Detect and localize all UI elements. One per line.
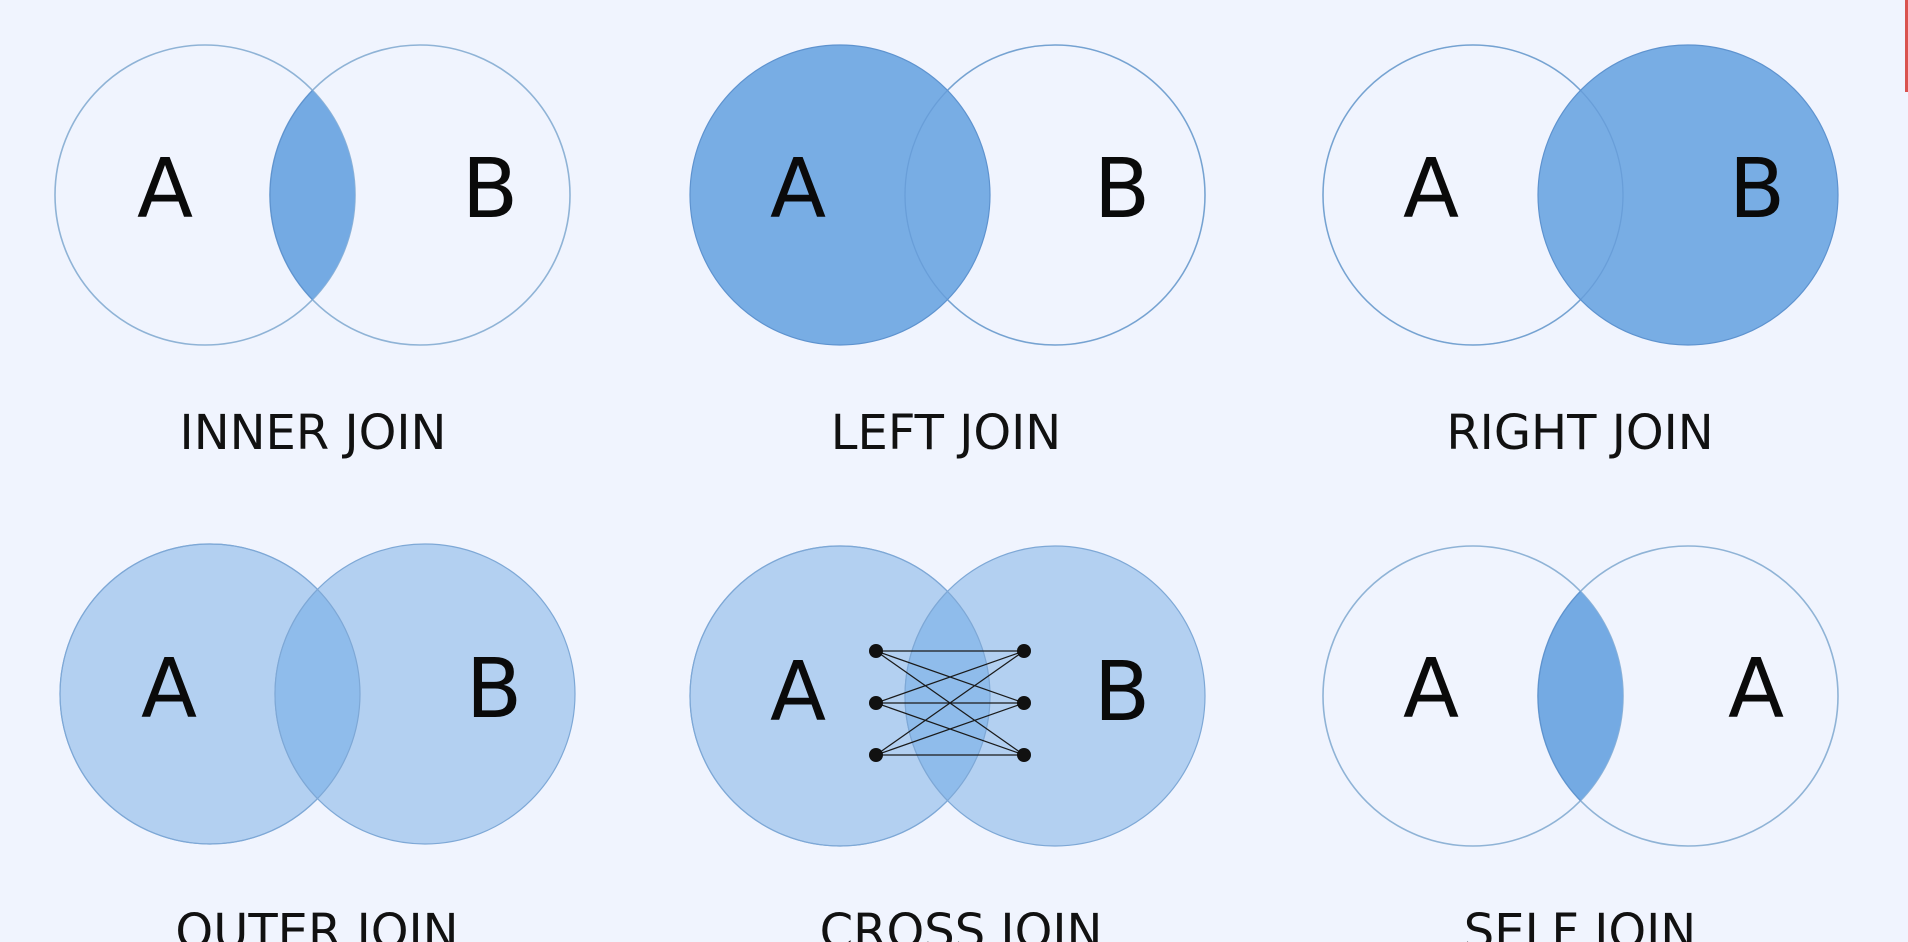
cross-join-set-a-outline <box>689 545 991 847</box>
left-join-diagram: A B LEFT JOIN <box>689 44 1206 461</box>
accent-edge-mark <box>1905 0 1908 92</box>
left-join-caption: LEFT JOIN <box>831 405 1061 461</box>
outer-join-set-a-outline <box>59 543 361 845</box>
left-join-set-b-outline <box>904 44 1206 346</box>
left-join-set-a-label: A <box>770 142 826 237</box>
cross-join-right-point-3 <box>1017 748 1031 762</box>
cross-join-caption: CROSS JOIN <box>820 904 1103 942</box>
inner-join-set-a-label: A <box>137 142 193 237</box>
cross-join-link-3-2 <box>875 702 1025 756</box>
right-join-set-b-label: B <box>1729 142 1785 237</box>
right-join-diagram: A B RIGHT JOIN <box>1322 44 1839 461</box>
cross-join-row-points <box>869 644 1031 762</box>
left-join-set-b-label: B <box>1094 142 1150 237</box>
right-join-set-b-circle <box>1537 44 1839 346</box>
right-join-set-a-outline <box>1322 44 1624 346</box>
self-join-left-set-label: A <box>1403 642 1459 737</box>
right-join-set-a-label: A <box>1403 142 1459 237</box>
outer-join-set-a-label: A <box>141 642 197 737</box>
cross-join-left-point-3 <box>869 748 883 762</box>
cross-join-right-point-2 <box>1017 696 1031 710</box>
cross-join-set-a-label: A <box>770 645 826 740</box>
cross-join-connection-lines <box>875 650 1025 756</box>
right-join-caption: RIGHT JOIN <box>1446 405 1713 461</box>
self-join-diagram: A A SELF JOIN <box>1322 545 1839 942</box>
left-join-set-a-circle <box>689 44 991 346</box>
self-join-right-set-label: A <box>1728 642 1784 737</box>
cross-join-right-point-1 <box>1017 644 1031 658</box>
self-join-intersection <box>1537 546 1623 846</box>
cross-join-left-point-1 <box>869 644 883 658</box>
inner-join-set-b-label: B <box>462 142 518 237</box>
outer-join-set-b-label: B <box>466 642 522 737</box>
inner-join-caption: INNER JOIN <box>180 405 447 461</box>
outer-join-caption: OUTER JOIN <box>175 904 458 942</box>
cross-join-set-b-label: B <box>1094 645 1150 740</box>
cross-join-link-3-1 <box>875 650 1025 756</box>
outer-join-diagram: A B OUTER JOIN <box>59 543 576 942</box>
self-join-caption: SELF JOIN <box>1464 904 1696 942</box>
cross-join-link-2-1 <box>875 650 1025 704</box>
cross-join-diagram: A B CROSS JOIN <box>689 545 1206 942</box>
cross-join-left-point-2 <box>869 696 883 710</box>
inner-join-intersection <box>269 45 355 345</box>
inner-join-diagram: A B INNER JOIN <box>54 44 571 461</box>
